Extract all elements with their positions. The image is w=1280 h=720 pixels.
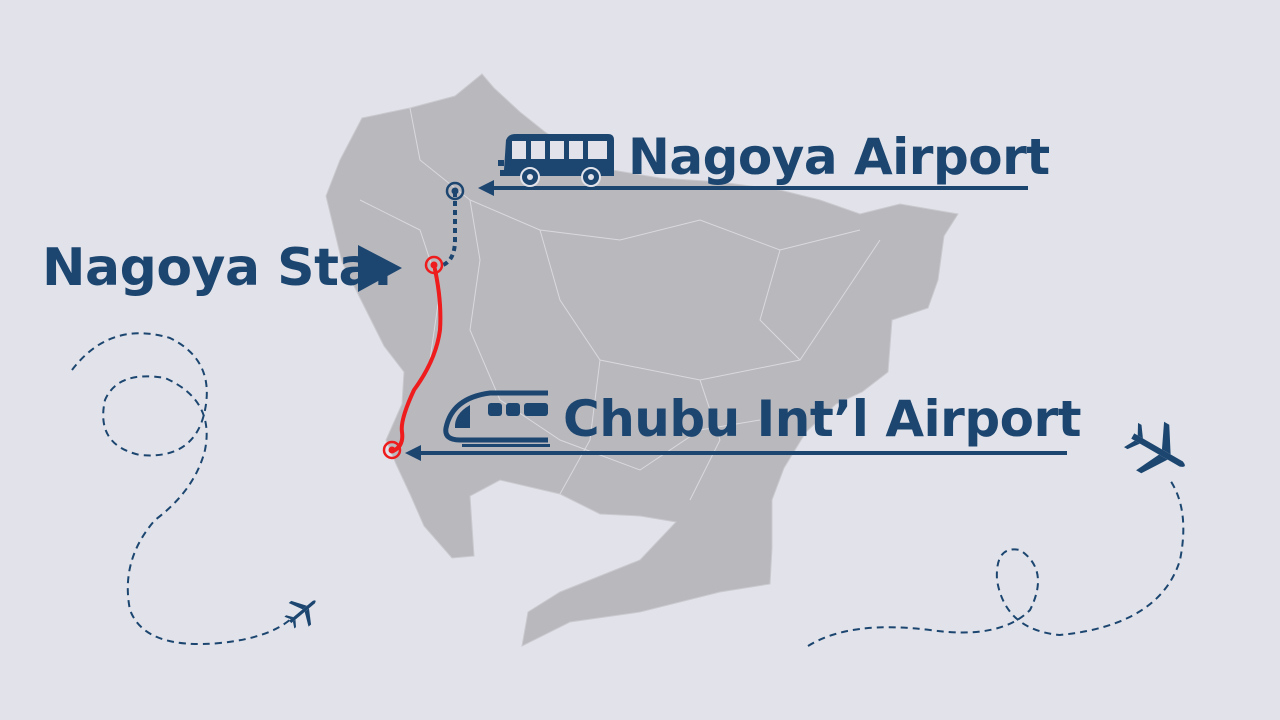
chubu-airport-arrow (405, 445, 1067, 461)
nagoya-airport-arrow (478, 180, 1028, 196)
airplane-icon (284, 600, 316, 629)
aichi-map-land (325, 73, 959, 647)
chubu-airport-label: Chubu Int’l Airport (563, 390, 1082, 448)
flight-path-right (807, 479, 1185, 647)
nagoya-station-node-icon (424, 255, 444, 275)
nagoya-airport-label: Nagoya Airport (628, 128, 1050, 186)
bus-icon (498, 134, 614, 187)
airplane-icon (1124, 421, 1185, 474)
train-route-red (392, 264, 443, 453)
nagoya-airport-node-icon (445, 181, 465, 201)
chubu-airport-node-icon (382, 440, 402, 460)
train-icon (443, 390, 550, 447)
bus-route-dotted (439, 192, 457, 268)
triangle-pointer-icon (358, 245, 402, 292)
municipal-borders (359, 107, 881, 501)
nagoya-station-label: Nagoya Sta. (42, 238, 393, 298)
flight-path-left (71, 332, 293, 645)
